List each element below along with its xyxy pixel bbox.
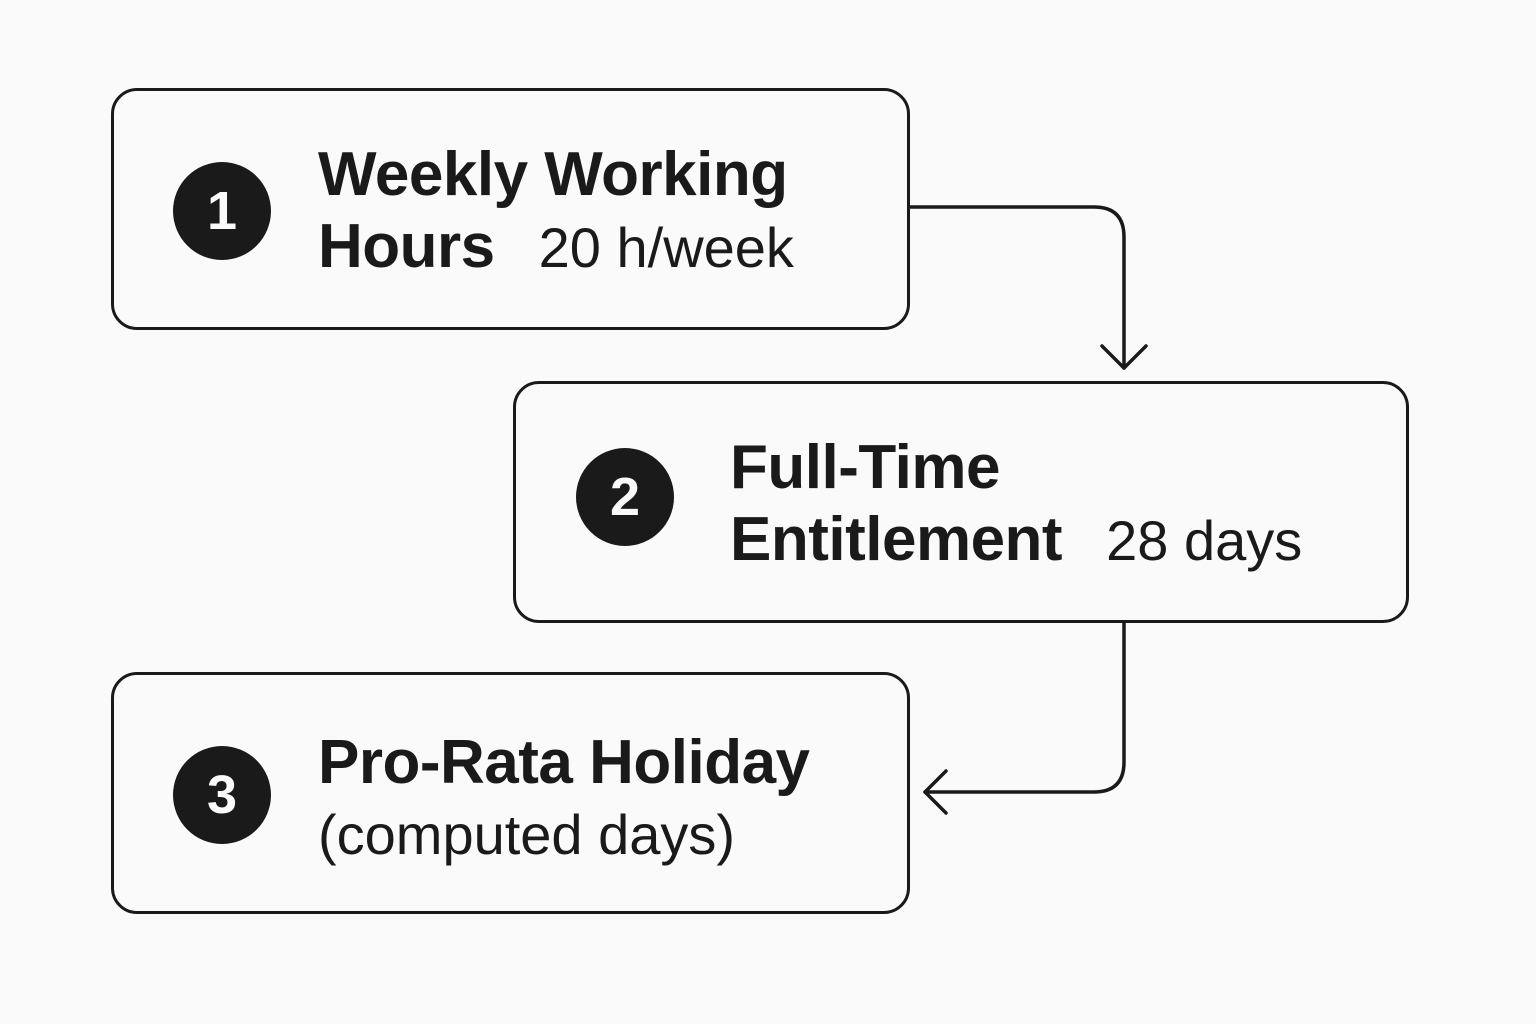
step-value: 20 h/week [538, 216, 794, 279]
step-text: Full-Time Entitlement 28 days [730, 432, 1302, 577]
step-title-row-2: Entitlement 28 days [730, 504, 1302, 577]
step-number-badge: 2 [576, 448, 674, 546]
step-title-line-1: Weekly Working [318, 140, 788, 209]
step-text: Weekly Working Hours 20 h/week [318, 139, 794, 284]
step-title-line-1: Pro-Rata Holiday [318, 728, 810, 797]
step-value: 28 days [1106, 509, 1303, 572]
step-number-badge: 1 [173, 162, 271, 260]
arrow-step1-to-step2 [908, 205, 1126, 370]
step-title-line-1: Full-Time [730, 433, 1000, 502]
step-box-pro-rata-holiday: 3 Pro-Rata Holiday (computed days) [111, 672, 910, 914]
step-title-row-2: Hours 20 h/week [318, 211, 794, 284]
step-title-line-2: Hours [318, 212, 495, 281]
step-box-weekly-hours: 1 Weekly Working Hours 20 h/week [111, 88, 910, 330]
step-box-full-time-entitlement: 2 Full-Time Entitlement 28 days [513, 381, 1409, 623]
step-subtitle: (computed days) [318, 803, 736, 866]
arrowhead-down-icon [1100, 344, 1148, 370]
step-number-badge: 3 [173, 746, 271, 844]
step-text: Pro-Rata Holiday (computed days) [318, 727, 810, 871]
arrow-step2-to-step3 [923, 621, 1126, 794]
arrowhead-left-icon [923, 769, 948, 815]
step-title-line-2: Entitlement [730, 505, 1063, 574]
